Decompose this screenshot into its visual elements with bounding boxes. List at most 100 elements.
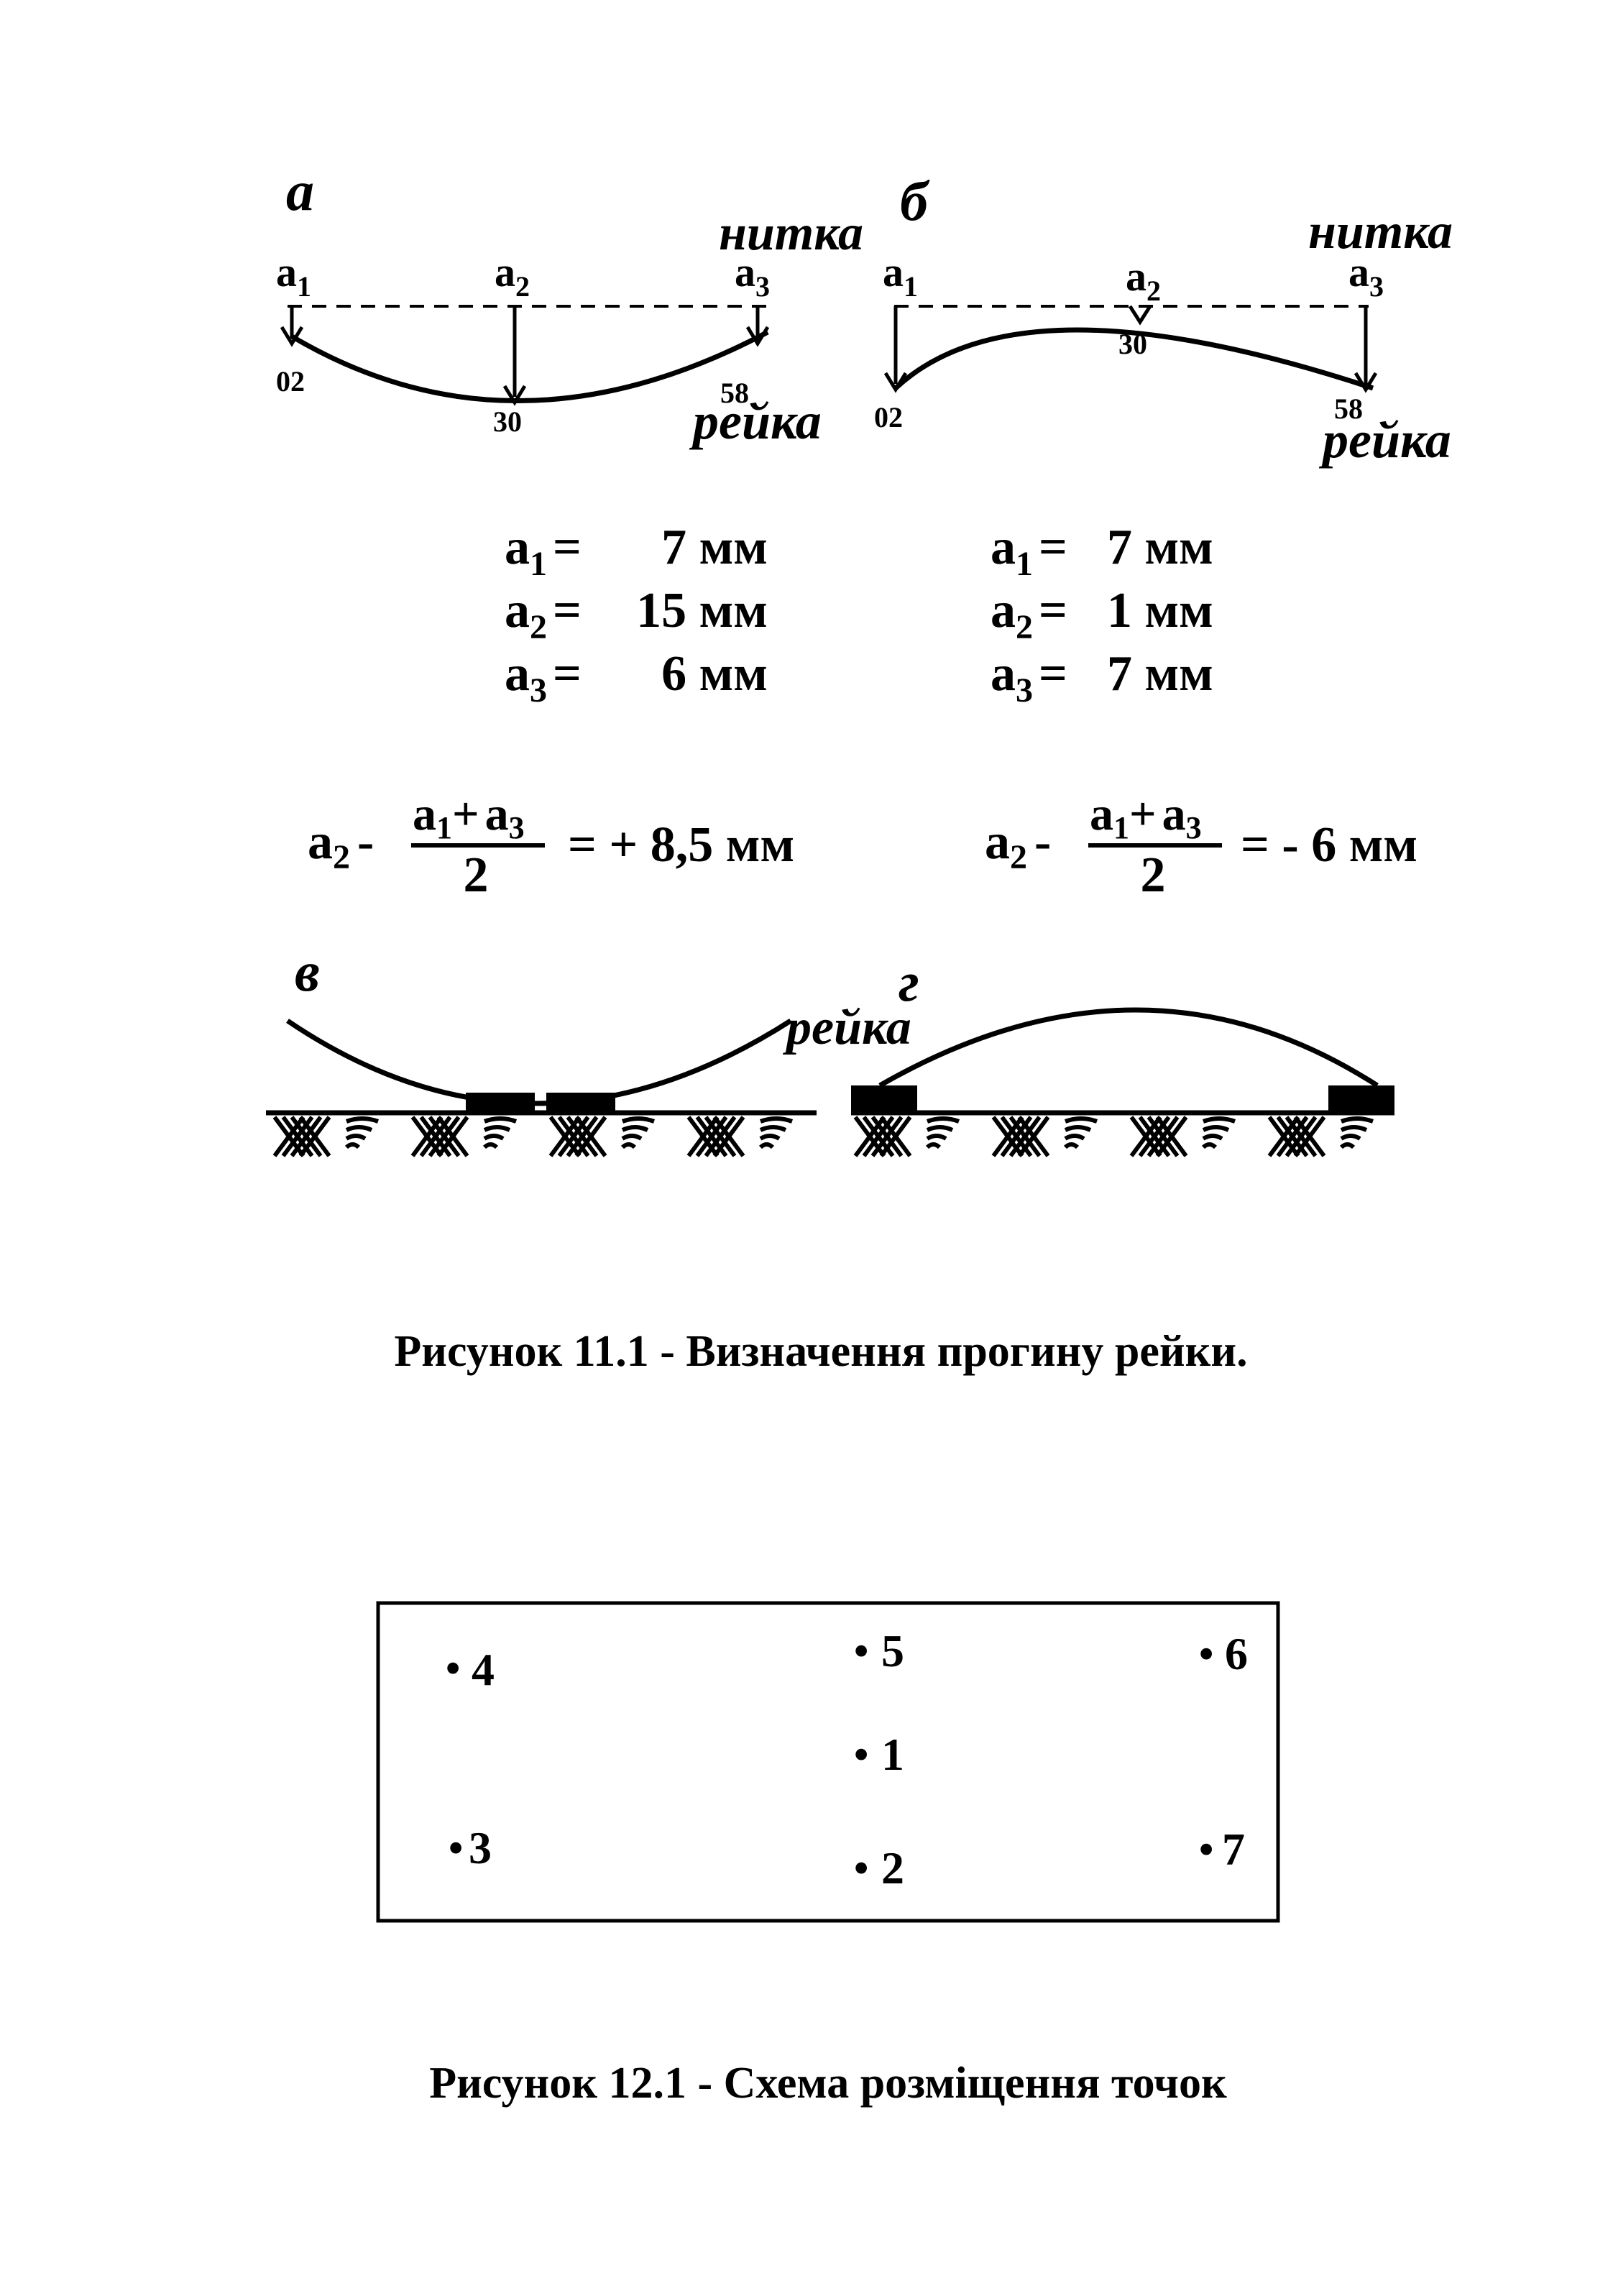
- ground-hatch-mark: [853, 1116, 912, 1157]
- panel-a: а нитка a1 a2 a3 02 30 58 рейка: [276, 160, 863, 450]
- point-4-bullet: •: [446, 1645, 460, 1691]
- value-b-2: 1 мм: [1107, 583, 1213, 638]
- panel-b-reading-3: 58: [1334, 392, 1363, 425]
- panel-g-support-right: [1328, 1085, 1394, 1111]
- point-7-bullet: •: [1199, 1826, 1213, 1873]
- panel-b-rail-label: рейка: [1318, 411, 1451, 469]
- panel-b-point-a3: a3: [1348, 249, 1384, 303]
- point-2: • 2: [854, 1842, 904, 1893]
- panel-a-arrows: [280, 306, 770, 406]
- point-7: • 7: [1199, 1824, 1245, 1875]
- figure-12-1-caption: Рисунок 12.1 - Схема розміщення точок: [429, 2059, 1227, 2108]
- point-7-label: 7: [1222, 1824, 1245, 1875]
- panel-g-rail-curve: [878, 1007, 1379, 1088]
- ground-hatch-mark: [1267, 1116, 1326, 1157]
- point-5-label: 5: [881, 1625, 904, 1676]
- value-a-row-1: a1=: [505, 520, 582, 583]
- point-3-bullet: •: [449, 1824, 463, 1871]
- point-1-bullet: •: [854, 1731, 868, 1778]
- panel-b-thread-label: нитка: [1308, 204, 1453, 260]
- panel-a-thread-label: нитка: [719, 206, 863, 261]
- point-6-bullet: •: [1199, 1630, 1213, 1677]
- ground-hatch-mark: [991, 1116, 1050, 1157]
- panel-a-point-a3: a3: [735, 249, 770, 303]
- panel-b-letter: б: [900, 170, 930, 232]
- point-5: • 5: [854, 1625, 904, 1676]
- panel-b-reading-2: 30: [1118, 328, 1147, 360]
- point-2-bullet: •: [854, 1845, 868, 1891]
- panel-b-point-a2: a2: [1126, 253, 1161, 307]
- panel-v: в: [266, 940, 817, 1157]
- panel-a-rail-label: рейка: [689, 392, 822, 450]
- formula-a-lhs: a2-: [308, 814, 374, 876]
- values-b: a1= 7 мм a2= 1 мм a3= 7 мм: [991, 520, 1213, 710]
- panel-b-point-a1: a1: [883, 249, 918, 303]
- panel-b: б нитка a1 a2 a3 02 30 58 рейка: [874, 170, 1453, 469]
- ground-hatch-mark: [1129, 1116, 1188, 1157]
- point-3-label: 3: [469, 1822, 492, 1873]
- formula-b-lhs: a2-: [985, 814, 1051, 876]
- point-2-label: 2: [881, 1842, 904, 1893]
- point-5-bullet: •: [854, 1627, 868, 1674]
- points-scheme-frame: [376, 1601, 1280, 1923]
- ground-wave-mark: [758, 1116, 794, 1149]
- formula-b: a2- a1+a3 2 = - 6 мм: [985, 788, 1417, 903]
- panel-g-rail-label: рейка: [783, 1000, 911, 1055]
- panel-v-ground-hatch: [272, 1116, 794, 1157]
- ground-wave-mark: [482, 1116, 518, 1149]
- ground-wave-mark: [1339, 1116, 1374, 1149]
- value-a-2: 15 мм: [636, 583, 768, 638]
- point-4-label: 4: [472, 1644, 495, 1695]
- ground-wave-mark: [620, 1116, 656, 1149]
- panel-g-support-left: [851, 1085, 917, 1111]
- values-a: a1= 7 мм a2= 15 мм a3= 6 мм: [505, 520, 768, 710]
- panel-a-reading-3: 58: [720, 377, 749, 409]
- ground-wave-mark: [1063, 1116, 1098, 1149]
- panel-a-point-a2: a2: [495, 249, 530, 303]
- ground-hatch-mark: [410, 1116, 469, 1157]
- panel-a-reading-2: 30: [493, 405, 522, 438]
- formula-a: a2- a1+a3 2 = + 8,5 мм: [308, 788, 794, 903]
- point-1: • 1: [854, 1729, 904, 1780]
- value-a-row-2: a2=: [505, 583, 582, 646]
- formula-b-denominator: 2: [1141, 848, 1166, 903]
- ground-wave-mark: [1201, 1116, 1236, 1149]
- ground-hatch-mark: [272, 1116, 331, 1157]
- value-b-row-3: a3=: [991, 646, 1067, 710]
- ground-hatch-mark: [548, 1116, 607, 1157]
- panel-a-reading-1: 02: [276, 365, 305, 398]
- value-a-row-3: a3=: [505, 646, 582, 710]
- formula-a-numerator: a1+a3: [413, 788, 525, 845]
- panel-g: г рейка: [783, 950, 1394, 1157]
- formula-b-numerator: a1+a3: [1090, 788, 1202, 845]
- formula-b-result: = - 6 мм: [1241, 817, 1417, 873]
- value-b-row-2: a2=: [991, 583, 1067, 646]
- point-6: • 6: [1199, 1628, 1248, 1679]
- value-b-row-1: a1=: [991, 520, 1067, 583]
- ground-wave-mark: [344, 1116, 380, 1149]
- point-6-label: 6: [1225, 1628, 1248, 1679]
- figure-11-1-caption: Рисунок 11.1 - Визначення прогину рейки.: [394, 1327, 1247, 1376]
- panel-g-ground-hatch: [853, 1116, 1374, 1157]
- panel-b-rail-curve: [893, 327, 1374, 391]
- panel-b-reading-1: 02: [874, 401, 903, 433]
- ground-hatch-mark: [686, 1116, 745, 1157]
- panel-v-letter: в: [295, 940, 320, 1003]
- formula-a-denominator: 2: [464, 848, 489, 903]
- panel-v-rail-curve: [286, 1019, 792, 1106]
- ground-wave-mark: [925, 1116, 960, 1149]
- panel-b-arrows: [883, 305, 1378, 393]
- panel-a-point-a1: a1: [276, 249, 311, 303]
- point-1-label: 1: [881, 1729, 904, 1780]
- value-a-1: 7 мм: [661, 520, 768, 575]
- formula-a-result: = + 8,5 мм: [568, 817, 794, 873]
- panel-a-letter: а: [286, 160, 314, 222]
- panel-g-letter: г: [899, 950, 919, 1013]
- point-4: • 4: [446, 1644, 495, 1695]
- point-3: • 3: [449, 1822, 492, 1873]
- value-b-1: 7 мм: [1107, 520, 1213, 575]
- value-b-3: 7 мм: [1107, 646, 1213, 702]
- value-a-3: 6 мм: [661, 646, 768, 702]
